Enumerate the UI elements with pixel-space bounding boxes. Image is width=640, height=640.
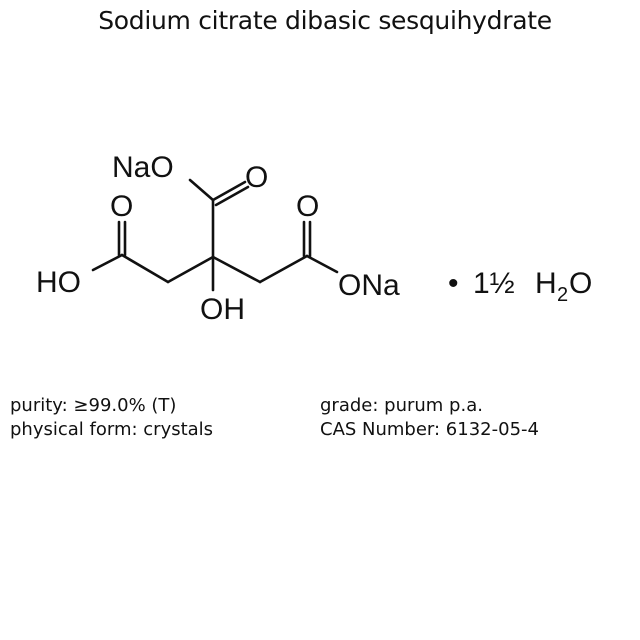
property-purity: purity: ≥99.0% (T) bbox=[10, 395, 177, 416]
compound-title: Sodium citrate dibasic sesquihydrate bbox=[98, 6, 552, 35]
bond-c6-o-double-a bbox=[211, 180, 247, 202]
bond-c5-ona bbox=[305, 254, 339, 274]
atom-label-o-left: O bbox=[110, 190, 133, 223]
properties-right: grade: purum p.a. CAS Number: 6132-05-4 bbox=[320, 394, 539, 442]
hydrate-count: 1½ bbox=[473, 267, 515, 300]
properties-left: purity: ≥99.0% (T) physical form: crysta… bbox=[10, 394, 213, 442]
atom-label-nao: NaO bbox=[112, 151, 174, 184]
atom-label-o-top: O bbox=[245, 161, 268, 194]
property-cas-number: CAS Number: 6132-05-4 bbox=[320, 419, 539, 440]
bond-c3-ch2r bbox=[211, 255, 262, 284]
bond-c6-nao bbox=[188, 178, 215, 202]
atom-label-ho: HO bbox=[36, 266, 81, 299]
bond-c1-ch2 bbox=[120, 253, 170, 284]
water-h: H bbox=[535, 267, 557, 300]
atom-label-ona: ONa bbox=[338, 269, 400, 302]
bond-ho-c1 bbox=[91, 253, 124, 272]
property-physical-form: physical form: crystals bbox=[10, 419, 214, 440]
bond-ch2-c3 bbox=[166, 255, 215, 284]
atom-label-oh: OH bbox=[200, 293, 245, 326]
atom-label-o-right: O bbox=[296, 190, 319, 223]
property-grade: grade: purum p.a. bbox=[320, 395, 483, 416]
bonds bbox=[91, 178, 339, 292]
bond-ch2r-c5 bbox=[258, 254, 309, 284]
hydrate-dot: • bbox=[448, 267, 459, 300]
water-o: O bbox=[569, 267, 592, 300]
water-subscript: 2 bbox=[557, 284, 568, 306]
bond-c6-o-double-b bbox=[214, 185, 250, 207]
